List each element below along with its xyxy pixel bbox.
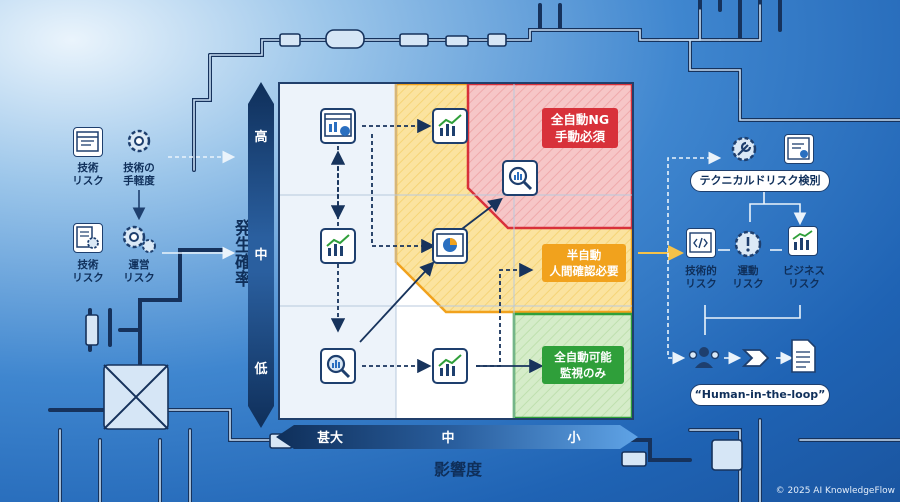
bar-chart-icon xyxy=(788,226,818,256)
left-ops-risk-label: 運営 リスク xyxy=(123,259,155,284)
wrench-gear-icon xyxy=(726,132,762,166)
left-tech-difficulty-label: 技術の 手軽度 xyxy=(123,162,155,187)
y-scale-low: 低 xyxy=(254,362,268,377)
right-tech-risk-label: 技術的 リスク xyxy=(685,265,717,290)
risk-matrix: 全自動NG 手動必須 半自動 人間確認必要 全自動可能 監視のみ xyxy=(278,82,634,420)
gear-icon xyxy=(122,124,156,158)
process-arrow-icon xyxy=(738,342,774,374)
magnifier-chart-icon-top xyxy=(502,160,538,196)
risk-detection-pill: テクニカルドリスク検別 xyxy=(690,170,830,192)
x-axis-bar xyxy=(276,425,638,449)
y-axis-title: 発生確率 xyxy=(231,219,251,287)
zone-label-yellow: 半自動 人間確認必要 xyxy=(542,244,626,282)
right-ops-risk-label: 運動 リスク xyxy=(732,265,764,290)
pie-monitor-icon xyxy=(432,228,468,264)
report-doc-icon xyxy=(788,338,818,374)
left-tech-risk-label: 技術 リスク xyxy=(72,162,104,187)
human-in-the-loop-pill: “Human-in-the-loop” xyxy=(690,384,830,406)
right-biz-risk-label: ビジネス リスク xyxy=(783,265,825,290)
left-connectors xyxy=(132,150,236,260)
gears-icon xyxy=(120,221,158,255)
tech-risk-doc-icon xyxy=(73,127,103,157)
y-scale-mid: 中 xyxy=(254,248,268,263)
copyright: © 2025 AI KnowledgeFlow xyxy=(775,486,895,496)
dashboard-icon xyxy=(320,108,356,144)
tech-risk-doc-gear-icon xyxy=(73,223,103,253)
alert-gear-icon xyxy=(732,228,764,260)
people-icon xyxy=(684,342,724,374)
chart-icon-top xyxy=(432,108,468,144)
right-connectors xyxy=(638,151,900,365)
chart-icon-mid-left xyxy=(320,228,356,264)
magnifier-icon-bottom xyxy=(320,348,356,384)
left-tech-risk-2-label: 技術 リスク xyxy=(72,259,104,284)
x-scale-small: 小 xyxy=(567,431,581,446)
zone-label-red: 全自動NG 手動必須 xyxy=(542,108,618,148)
checklist-icon xyxy=(784,134,814,164)
x-scale-large: 甚大 xyxy=(316,431,343,446)
code-icon xyxy=(686,228,716,258)
y-scale-high: 高 xyxy=(254,130,268,145)
chart-icon-bottom xyxy=(432,348,468,384)
y-axis-bar xyxy=(248,82,274,428)
x-scale-mid: 中 xyxy=(441,431,455,446)
x-axis-title: 影響度 xyxy=(433,460,482,479)
zone-label-green: 全自動可能 監視のみ xyxy=(542,346,624,384)
